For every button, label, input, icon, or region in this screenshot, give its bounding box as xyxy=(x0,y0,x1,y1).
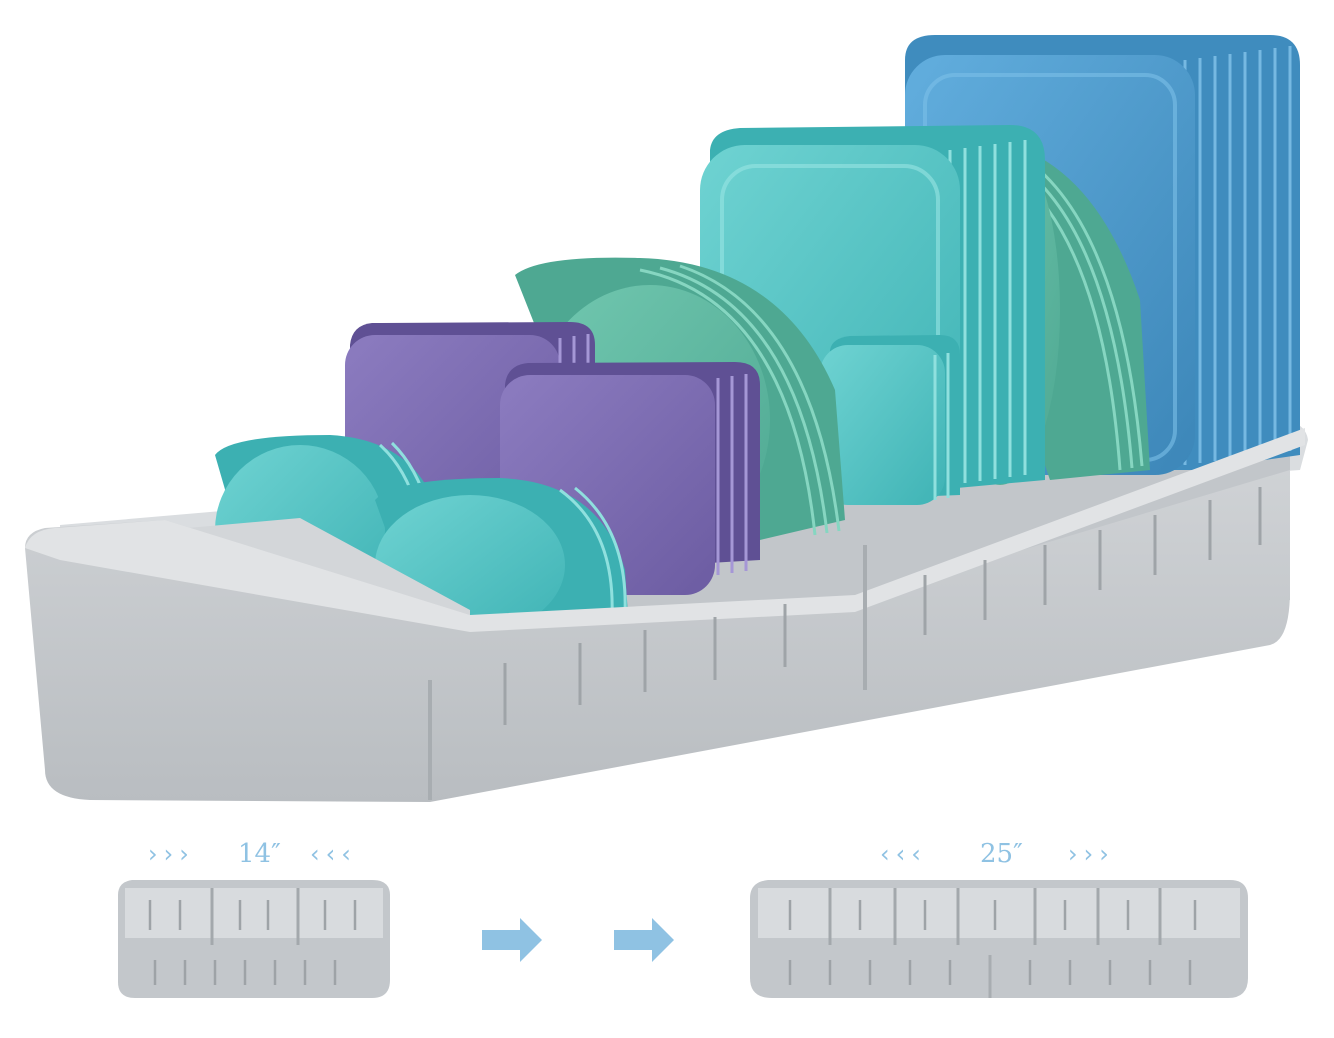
main-organizer xyxy=(25,35,1308,802)
compact-tray-diagram: ››› 14″ ‹‹‹ xyxy=(118,839,390,998)
tray-seams xyxy=(428,545,867,800)
expanded-arrows-out-left: ‹‹‹ xyxy=(880,840,927,868)
expanded-arrows-out-right: ››› xyxy=(1068,840,1115,868)
right-arrow-icon xyxy=(614,918,674,962)
tray-slots xyxy=(503,487,1262,725)
expanded-width-label: 25″ xyxy=(980,839,1023,869)
compact-width-label: 14″ xyxy=(238,839,281,869)
right-arrow-icon xyxy=(482,918,542,962)
tray-front-rim xyxy=(25,428,1305,632)
compact-arrows-in-left: ››› xyxy=(148,840,195,868)
small-cyan-lid-stack xyxy=(820,335,960,505)
expanded-tray-diagram: ‹‹‹ 25″ ››› xyxy=(750,839,1248,998)
tray-front-wall xyxy=(25,470,1290,802)
compact-arrows-in-right: ‹‹‹ xyxy=(310,840,357,868)
